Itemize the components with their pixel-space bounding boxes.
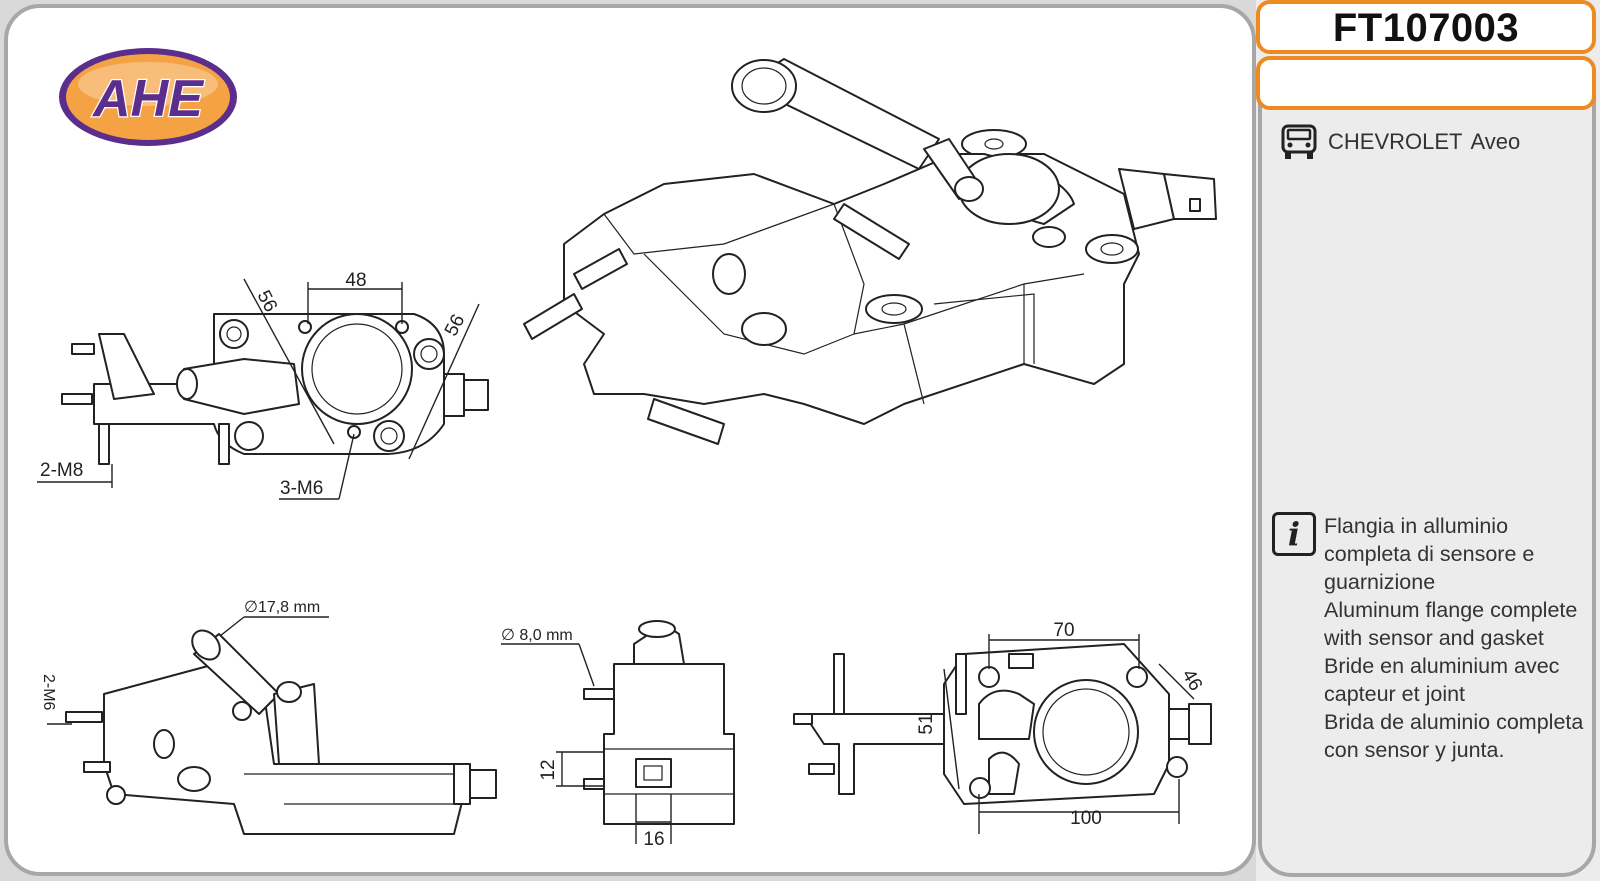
desc-line: guarnizione <box>1324 570 1436 594</box>
dim-flange-right: 46 <box>1177 666 1206 695</box>
end-view: ∅ 8,0 mm 12 16 <box>501 620 735 850</box>
front-view: 48 56 56 2-M8 3-M6 <box>37 270 489 500</box>
vehicle-make: CHEVROLET <box>1328 129 1463 154</box>
side-view: ∅17,8 mm 2-M6 <box>40 599 497 835</box>
desc-line: Aluminum flange complete <box>1324 598 1578 622</box>
vehicle-name: CHEVROLET Aveo <box>1328 129 1520 155</box>
desc-line: Bride en aluminium avec <box>1324 654 1560 678</box>
description-block: i Flangia in alluminio completa di senso… <box>1272 512 1583 764</box>
dim-flange-left: 51 <box>916 713 937 734</box>
technical-drawing: AHE <box>37 48 1217 850</box>
info-panel <box>1258 56 1596 877</box>
dim-side-bolts: 2-M6 <box>40 674 57 711</box>
vehicle-model: Aveo <box>1470 129 1521 154</box>
desc-line: completa di sensore e <box>1324 542 1535 566</box>
description-text: Flangia in alluminio completa di sensore… <box>1324 512 1583 764</box>
vehicle-row: CHEVROLET Aveo <box>1280 122 1520 162</box>
dim-side-pipe: ∅17,8 mm <box>244 599 320 616</box>
flange-view: 70 46 51 100 <box>793 620 1212 834</box>
drawing-panel: AHE <box>4 4 1256 876</box>
dim-flange-top: 70 <box>1053 620 1074 641</box>
desc-line: Flangia in alluminio <box>1324 514 1509 538</box>
dim-end-pipe: ∅ 8,0 mm <box>501 627 573 644</box>
car-front-icon <box>1281 124 1317 159</box>
dim-front-width: 48 <box>345 270 366 291</box>
part-code-box: FT107003 <box>1256 0 1596 54</box>
dim-front-bolts-bottom: 3-M6 <box>280 478 323 499</box>
logo-text: AHE <box>91 70 204 128</box>
dim-end-width: 16 <box>643 829 664 850</box>
dim-flange-bottom: 100 <box>1070 808 1102 829</box>
desc-line: with sensor and gasket <box>1324 626 1544 650</box>
dim-front-bolts-left: 2-M8 <box>40 460 83 481</box>
ahe-logo: AHE <box>59 48 237 146</box>
dim-end-height: 12 <box>538 759 559 780</box>
desc-line: con sensor y junta. <box>1324 738 1505 762</box>
part-code: FT107003 <box>1332 6 1520 50</box>
isometric-view <box>523 58 1217 445</box>
dim-front-angle-left: 56 <box>253 287 281 316</box>
side-panel <box>1256 0 1600 881</box>
info-icon: i <box>1272 512 1316 556</box>
desc-line: capteur et joint <box>1324 682 1466 706</box>
desc-line: Brida de aluminio completa <box>1324 710 1584 734</box>
part-subtitle-box <box>1256 56 1596 110</box>
